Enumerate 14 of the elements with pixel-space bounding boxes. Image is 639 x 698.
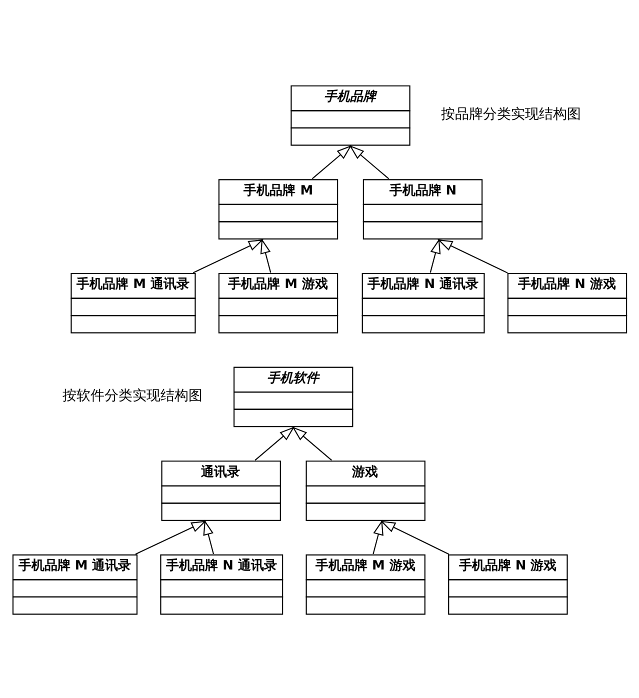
arrow — [254, 426, 295, 460]
arrow — [437, 238, 508, 273]
arrow — [430, 238, 441, 272]
arrow — [380, 520, 450, 554]
label: 按软件分类实现结构图 — [62, 388, 203, 404]
arrow — [135, 520, 206, 554]
arrow — [312, 144, 352, 179]
arrow — [372, 519, 384, 554]
arrow — [192, 238, 264, 273]
arrow — [292, 426, 332, 460]
arrow — [203, 519, 214, 554]
arrow — [260, 238, 272, 272]
label: 按品牌分类实现结构图 — [441, 106, 582, 122]
arrow — [349, 144, 390, 179]
